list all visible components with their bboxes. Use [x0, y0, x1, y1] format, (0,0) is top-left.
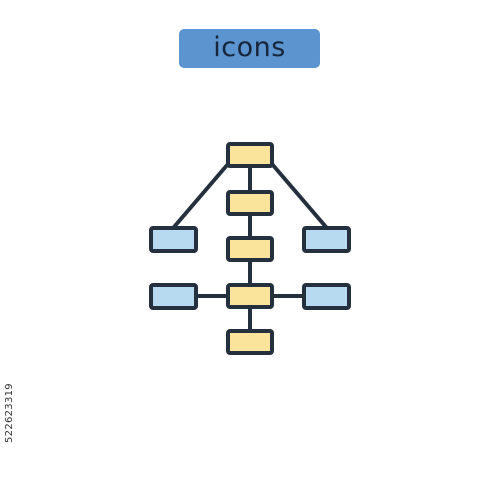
icons-label-text: icons [213, 31, 286, 63]
node-root [226, 142, 274, 168]
flow-nodes [149, 142, 351, 355]
node-step-1 [226, 190, 274, 216]
connector-top-left [172, 162, 230, 229]
node-left-lower [149, 283, 198, 310]
node-step-3 [226, 283, 274, 309]
node-step-4 [226, 329, 274, 355]
connector-top-right [270, 162, 328, 229]
stock-image-id: 522623319 [4, 383, 15, 443]
node-right-upper [302, 226, 351, 253]
node-left-upper [149, 226, 198, 253]
node-step-2 [226, 236, 274, 262]
node-right-lower [302, 283, 351, 310]
icons-label-badge: icons [179, 29, 320, 68]
